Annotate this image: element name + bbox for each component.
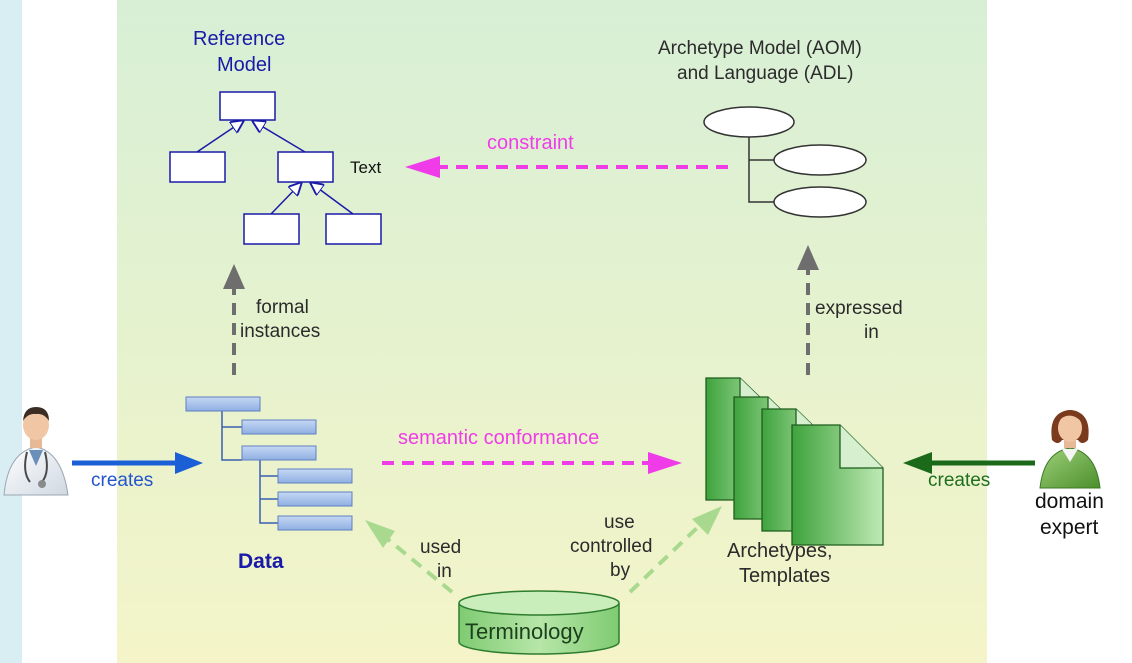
expressed-in-arrow xyxy=(797,245,819,375)
terminology-label: Terminology xyxy=(465,619,584,644)
aom-node-child xyxy=(773,186,867,218)
class-box-root xyxy=(219,91,276,121)
creates-left-arrow xyxy=(72,452,203,474)
expressed-in-label-line2: in xyxy=(864,322,879,343)
use-controlled-by-label-line3: by xyxy=(610,560,631,581)
data-bar xyxy=(277,515,353,531)
inheritance-line xyxy=(270,183,301,215)
data-bar xyxy=(277,468,353,484)
inheritance-line xyxy=(311,183,354,215)
aom-node-child xyxy=(773,144,867,176)
creates-right-label: creates xyxy=(928,470,991,491)
reference-model-title-line1: Reference xyxy=(193,28,286,50)
data-label: Data xyxy=(238,550,284,573)
inheritance-line xyxy=(253,121,306,153)
inheritance-line xyxy=(196,121,243,153)
class-box-bottom-left xyxy=(243,213,300,245)
archetypes-label-line1: Archetypes, xyxy=(727,540,833,562)
used-in-label-line2: in xyxy=(437,561,452,582)
semantic-conformance-label: semantic conformance xyxy=(398,427,600,449)
data-bar xyxy=(185,396,261,412)
reference-model-class-tree xyxy=(169,91,382,245)
doctor-icon xyxy=(3,407,69,496)
creates-right-arrow xyxy=(903,452,1035,474)
formal-instances-arrow xyxy=(223,264,245,375)
creates-left-label: creates xyxy=(91,470,154,491)
used-in-label-line1: used xyxy=(420,537,462,558)
semantic-conformance-arrow xyxy=(382,452,682,474)
aom-node-root xyxy=(703,106,795,138)
domain-expert-icon xyxy=(1039,409,1101,489)
use-controlled-by-label-line2: controlled xyxy=(570,536,653,557)
class-box-right xyxy=(277,151,334,183)
expressed-in-label-line1: expressed xyxy=(815,298,903,319)
formal-instances-label-line2: instances xyxy=(240,321,321,342)
class-box-bottom-right xyxy=(325,213,382,245)
constraint-label: constraint xyxy=(487,132,574,154)
archetypes-label-line2: Templates xyxy=(739,565,831,587)
archetype-model-tree xyxy=(703,106,867,218)
class-box-left xyxy=(169,151,226,183)
use-controlled-by-arrow xyxy=(628,506,722,594)
terminology-database-icon xyxy=(458,590,620,655)
data-bar xyxy=(241,445,317,461)
data-bar xyxy=(277,491,353,507)
use-controlled-by-label-line1: use xyxy=(604,512,635,533)
domain-expert-label-line1: domain xyxy=(1035,490,1104,513)
left-border-strip xyxy=(0,0,22,663)
data-hierarchy xyxy=(185,396,353,531)
archetype-model-title-line2: and Language (ADL) xyxy=(677,63,854,84)
archetype-model-title-line1: Archetype Model (AOM) xyxy=(658,38,862,59)
used-in-arrow xyxy=(365,520,454,594)
data-bar xyxy=(241,419,317,435)
archetype-document-stack xyxy=(705,377,884,546)
formal-instances-label-line1: formal xyxy=(256,297,309,318)
reference-model-title-line2: Model xyxy=(217,54,272,76)
aom-tree-lines xyxy=(748,137,774,203)
domain-expert-label-line2: expert xyxy=(1040,516,1099,539)
constraint-arrow xyxy=(405,156,728,178)
document-icon xyxy=(791,424,884,546)
class-text-label: Text xyxy=(350,158,382,177)
